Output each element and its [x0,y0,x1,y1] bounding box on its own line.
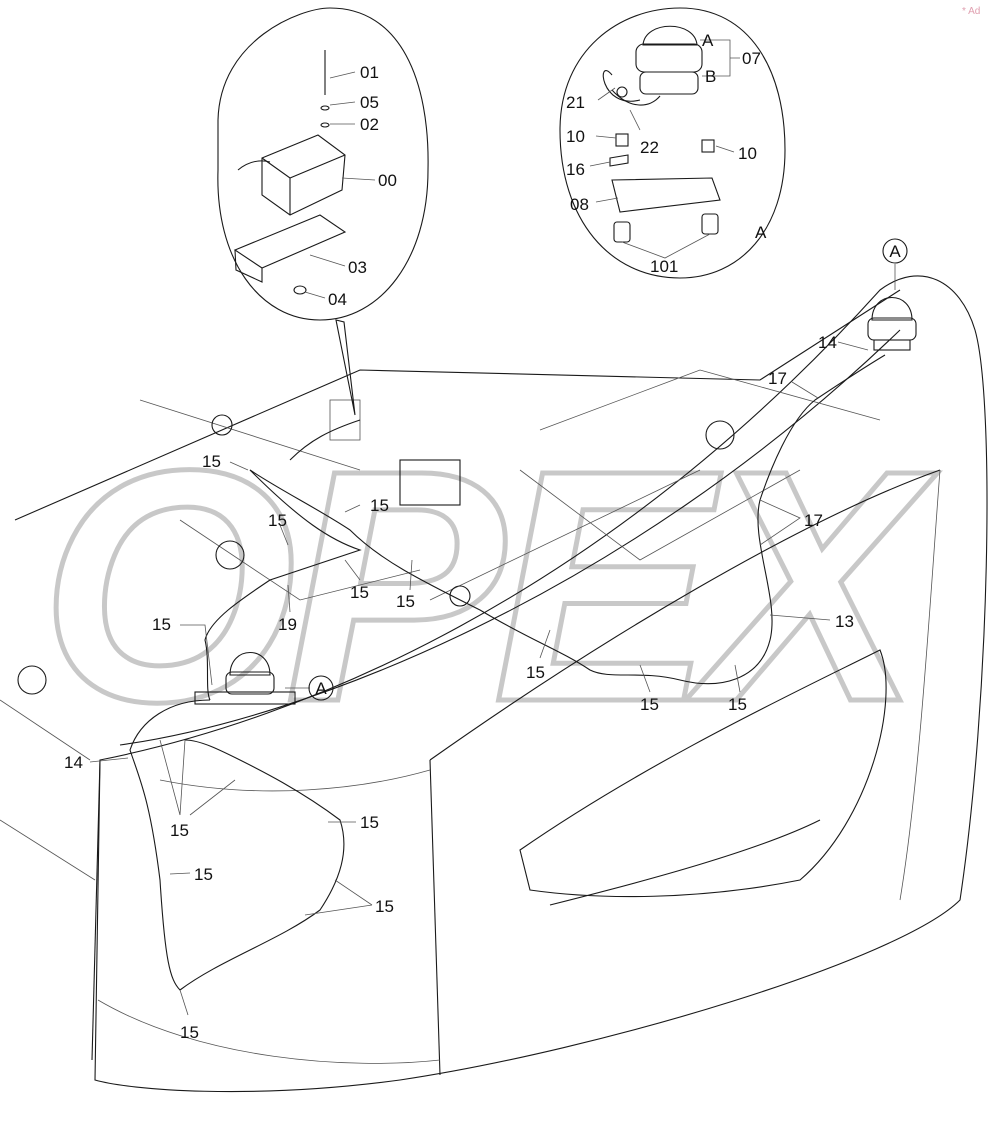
circled-ref-left: A [308,675,334,701]
detail-beacon-a [559,7,786,279]
callout-a-B: B [705,67,716,86]
beacon-right [867,296,917,351]
callout-17-lower: 17 [804,511,823,530]
callout-15-j: 15 [170,821,189,840]
callout-22: 22 [640,138,659,157]
callout-08: 08 [570,195,589,214]
machine-body [0,275,988,1093]
callout-15-m: 15 [375,897,394,916]
callout-14-left: 14 [64,753,83,772]
callout-labels: 01 05 02 00 03 04 A B 07 21 22 10 10 16 … [64,31,854,1042]
detail-controller [217,7,429,416]
beacon-left [194,651,296,705]
corner-mark: * Ad [962,6,980,17]
callout-15-b: 15 [370,496,389,515]
callout-15-d: 15 [350,583,369,602]
callout-03: 03 [348,258,367,277]
callout-14-right: 14 [818,333,837,352]
callout-101: 101 [650,257,678,276]
callout-15-i: 15 [728,695,747,714]
watermark: OPEX [38,399,953,773]
callout-15-a: 15 [202,452,221,471]
callout-15-n: 15 [180,1023,199,1042]
callout-17-upper: 17 [768,369,787,388]
callout-21: 21 [566,93,585,112]
callout-01: 01 [360,63,379,82]
callout-a-A: A [702,31,714,50]
callout-15-g: 15 [526,663,545,682]
callout-15-l: 15 [194,865,213,884]
callout-02: 02 [360,115,379,134]
callout-07: 07 [742,49,761,68]
callout-05: 05 [360,93,379,112]
callout-13: 13 [835,612,854,631]
circled-ref-top: A [882,238,908,264]
callout-16: 16 [566,160,585,179]
callout-10-right: 10 [738,144,757,163]
circled-ref-left-text: A [315,679,327,698]
callout-10-left: 10 [566,127,585,146]
leader-lines [89,39,896,1016]
callout-15-c: 15 [268,511,287,530]
battery-block [399,459,461,506]
callout-15-e: 15 [396,592,415,611]
wire-harness [129,354,886,991]
callout-04: 04 [328,290,347,309]
callout-15-f: 15 [152,615,171,634]
callout-detail-letter: A [755,223,767,242]
circled-ref-top-text: A [889,242,901,261]
callout-19: 19 [278,615,297,634]
callout-15-h: 15 [640,695,659,714]
callout-15-k: 15 [360,813,379,832]
callout-00: 00 [378,171,397,190]
watermark-text: OPEX [40,401,938,770]
